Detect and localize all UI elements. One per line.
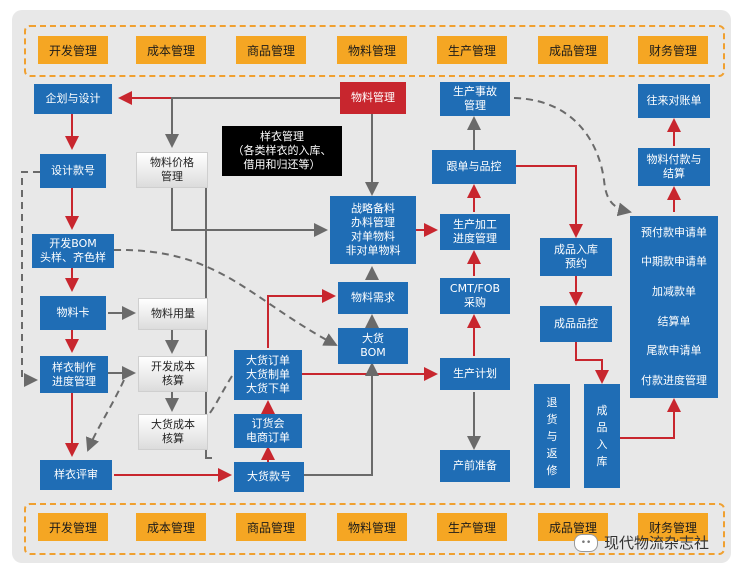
node-tracking-qc[interactable]: 跟单与品控 (432, 150, 516, 184)
finance-item-prepayment[interactable]: 预付款申请单 (641, 225, 707, 239)
bottom-tab-goods[interactable]: 商品管理 (236, 513, 306, 541)
finance-item-payment-progress[interactable]: 付款进度管理 (641, 374, 707, 388)
node-material-payment[interactable]: 物料付款与 结算 (638, 148, 710, 186)
top-tab-goods[interactable]: 商品管理 (236, 36, 306, 64)
top-tab-finished-goods[interactable]: 成品管理 (538, 36, 608, 64)
node-fg-inbound[interactable]: 成品入库 (584, 384, 620, 488)
bottom-tab-production[interactable]: 生产管理 (437, 513, 507, 541)
wechat-icon: •• (574, 533, 598, 552)
finance-item-midterm[interactable]: 中期款申请单 (641, 255, 707, 269)
node-order-meeting[interactable]: 订货会 电商订单 (234, 414, 302, 448)
node-ar-ap-reconcile[interactable]: 往来对账单 (638, 84, 710, 118)
finance-item-adjustment[interactable]: 加减款单 (652, 285, 696, 299)
top-tab-production[interactable]: 生产管理 (437, 36, 507, 64)
finance-item-settlement[interactable]: 结算单 (657, 314, 691, 328)
node-fg-inbound-booking[interactable]: 成品入库 预约 (540, 238, 612, 276)
node-bulk-style-no[interactable]: 大货款号 (234, 462, 304, 492)
bottom-module-band (24, 503, 725, 555)
node-material-price[interactable]: 物料价格 管理 (136, 152, 208, 188)
finance-item-final-payment[interactable]: 尾款申请单 (646, 344, 702, 358)
node-processing-progress[interactable]: 生产加工 进度管理 (440, 214, 510, 250)
bottom-tab-dev[interactable]: 开发管理 (38, 513, 108, 541)
fg-inbound-label: 成品入库 (596, 404, 608, 468)
top-tab-finance[interactable]: 财务管理 (638, 36, 708, 64)
node-sample-review[interactable]: 样衣评审 (40, 460, 112, 490)
node-sample-progress[interactable]: 样衣制作 进度管理 (40, 356, 108, 393)
top-module-band (24, 25, 725, 77)
top-tab-material[interactable]: 物料管理 (337, 36, 407, 64)
node-fg-qc[interactable]: 成品品控 (540, 306, 612, 342)
node-production-incident[interactable]: 生产事故 管理 (440, 82, 510, 116)
node-bulk-bom[interactable]: 大货 BOM (338, 328, 408, 364)
node-pre-production[interactable]: 产前准备 (440, 450, 510, 482)
node-dev-cost[interactable]: 开发成本 核算 (138, 356, 208, 392)
bottom-tab-finance[interactable]: 财务管理 (638, 513, 708, 541)
node-strategic-material[interactable]: 战略备料 办料管理 对单物料 非对单物料 (330, 196, 416, 264)
top-tab-cost[interactable]: 成本管理 (136, 36, 206, 64)
node-design-style-no[interactable]: 设计款号 (40, 154, 106, 188)
bottom-tab-material[interactable]: 物料管理 (337, 513, 407, 541)
node-sample-mgmt[interactable]: 样衣管理 （各类样衣的入库、 借用和归还等） (222, 126, 342, 176)
node-material-card[interactable]: 物料卡 (40, 296, 106, 330)
node-material-usage[interactable]: 物料用量 (138, 298, 208, 330)
node-finance-documents[interactable]: 预付款申请单 中期款申请单 加减款单 结算单 尾款申请单 付款进度管理 (630, 216, 718, 398)
node-dev-bom[interactable]: 开发BOM 头样、齐色样 (32, 234, 114, 268)
watermark-text: 现代物流杂志社 (604, 534, 710, 552)
node-planning-design[interactable]: 企划与设计 (34, 84, 112, 114)
node-material-demand[interactable]: 物料需求 (338, 282, 408, 314)
node-cmt-fob[interactable]: CMT/FOB 采购 (440, 278, 510, 314)
watermark: •• 现代物流杂志社 (574, 532, 709, 553)
node-production-plan[interactable]: 生产计划 (440, 358, 510, 390)
node-bulk-orders[interactable]: 大货订单 大货制单 大货下单 (234, 350, 302, 400)
node-return-repair[interactable]: 退货与返修 (534, 384, 570, 488)
node-bulk-cost[interactable]: 大货成本 核算 (138, 414, 208, 450)
node-material-mgmt[interactable]: 物料管理 (340, 82, 406, 114)
return-repair-label: 退货与返修 (546, 395, 558, 477)
bottom-tab-cost[interactable]: 成本管理 (136, 513, 206, 541)
top-tab-dev[interactable]: 开发管理 (38, 36, 108, 64)
